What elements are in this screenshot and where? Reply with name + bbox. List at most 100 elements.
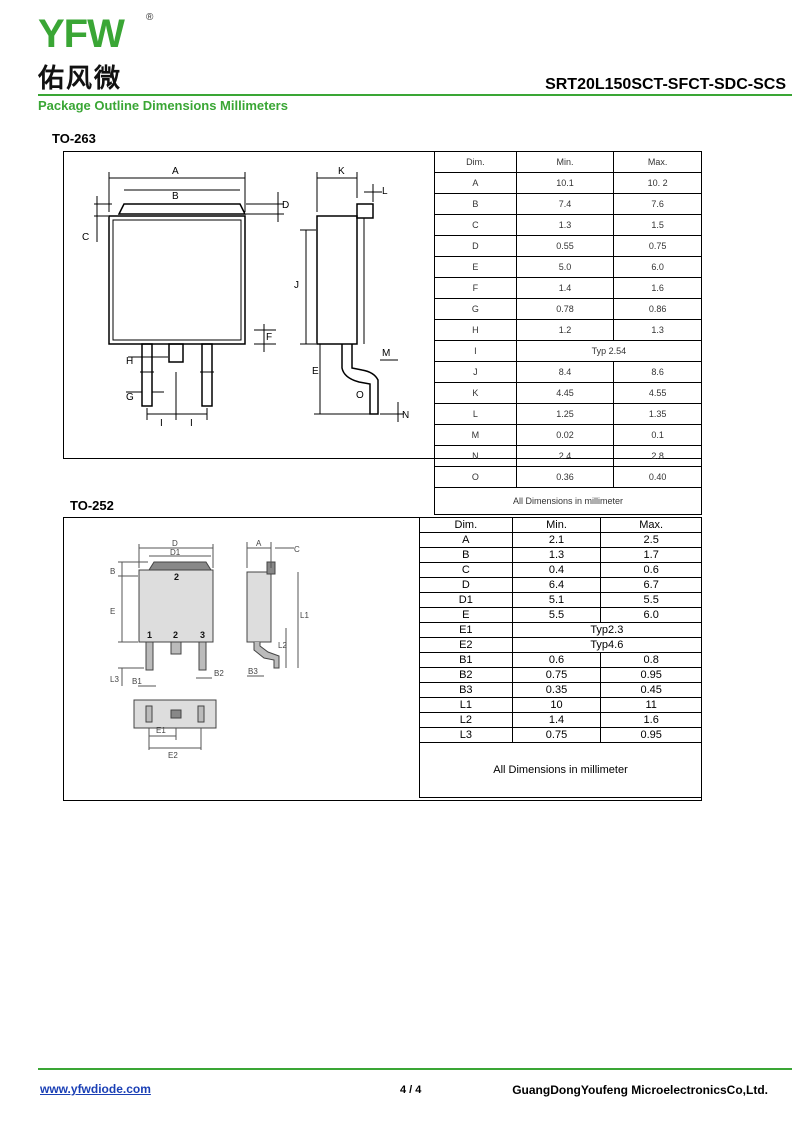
to252-label: TO-252 <box>70 498 114 513</box>
to252-label-d1: D1 <box>170 548 181 557</box>
dim-label-m: M <box>382 348 390 359</box>
to252-drawing: D D1 A C B E 2 1 2 3 L1 L2 L3 B1 B2 B3 E… <box>110 539 309 760</box>
to252-cell: 2.5 <box>600 532 702 548</box>
to263-cell: 1.5 <box>613 214 702 236</box>
dim-label-g: G <box>126 392 134 403</box>
to252-label-l2: L2 <box>278 641 287 650</box>
to252-cell: 10 <box>511 697 602 713</box>
to263-cell: 5.0 <box>515 256 615 278</box>
to252-cell: E <box>419 607 513 623</box>
to252-pin-2: 2 <box>173 630 178 640</box>
to263-cell: 1.6 <box>613 277 702 299</box>
logo-chinese: 佑风微 <box>38 64 123 94</box>
to252-note: All Dimensions in millimeter <box>419 742 702 798</box>
to263-cell: 0.40 <box>613 466 702 488</box>
website-link[interactable]: www.yfwdiode.com <box>40 1082 151 1096</box>
to252-cell: 1.6 <box>600 712 702 728</box>
to263-cell: M <box>434 424 517 446</box>
to263-cell: 4.55 <box>613 382 702 404</box>
to263-cell: G <box>434 298 517 320</box>
to252-cell: A <box>419 532 513 548</box>
to263-cell: 1.3 <box>613 319 702 341</box>
to263-cell: 0.55 <box>515 235 615 257</box>
to252-cell: 11 <box>600 697 702 713</box>
to252-cell: 0.95 <box>600 727 702 743</box>
to252-cell: 6.7 <box>600 577 702 593</box>
to263-frame <box>63 151 702 459</box>
to252-label-l3: L3 <box>110 675 119 684</box>
to263-cell: I <box>434 340 517 362</box>
to252-cell: 6.0 <box>600 607 702 623</box>
to263-cell: Typ 2.54 <box>515 340 703 362</box>
to263-cell: 0.02 <box>515 424 615 446</box>
to252-cell: 0.8 <box>600 652 702 668</box>
footer-divider <box>38 1068 792 1070</box>
to252-cell: 1.4 <box>511 712 602 728</box>
to252-pin-tab: 2 <box>174 572 179 582</box>
to263-cell: 2.8 <box>613 445 702 467</box>
to252-label-d: D <box>172 539 178 548</box>
to263-note: All Dimensions in millimeter <box>434 487 702 515</box>
to252-cell: B2 <box>419 667 513 683</box>
to252-label-a: A <box>256 539 262 548</box>
logo-latin: YFW <box>38 12 125 56</box>
to263-header-row: Dim.Min.Max. <box>434 151 702 173</box>
to263-cell: J <box>434 361 517 383</box>
to263-cell: 6.0 <box>613 256 702 278</box>
dim-label-o: O <box>356 390 364 401</box>
to252-header-cell: Max. <box>600 517 702 533</box>
to263-cell: 1.35 <box>613 403 702 425</box>
dim-label-i-1: I <box>160 418 163 429</box>
to263-cell: 0.78 <box>515 298 615 320</box>
to263-cell: 1.2 <box>515 319 615 341</box>
to263-cell: 10.1 <box>515 172 615 194</box>
to263-cell: 0.36 <box>515 466 615 488</box>
dim-label-d: D <box>282 200 289 211</box>
to263-header-cell: Max. <box>613 151 702 173</box>
to252-cell: 2.1 <box>511 532 602 548</box>
dim-label-b: B <box>172 191 179 202</box>
to263-label: TO-263 <box>52 131 96 146</box>
to263-cell: N <box>434 445 517 467</box>
to252-cell: B1 <box>419 652 513 668</box>
to252-header-cell: Dim. <box>419 517 513 533</box>
to252-cell: 0.35 <box>511 682 602 698</box>
to263-cell: K <box>434 382 517 404</box>
to252-cell: 0.75 <box>511 667 602 683</box>
to252-cell: Typ2.3 <box>511 622 703 638</box>
to252-label-b1: B1 <box>132 677 142 686</box>
dim-label-j: J <box>294 280 299 291</box>
dim-label-i-2: I <box>190 418 193 429</box>
to252-cell: E2 <box>419 637 513 653</box>
to263-cell: 0.1 <box>613 424 702 446</box>
to252-header-cell: Min. <box>511 517 602 533</box>
to252-cell: B <box>419 547 513 563</box>
to252-cell: L1 <box>419 697 513 713</box>
logo: YFW ® 佑风微 <box>38 12 158 94</box>
to263-cell: D <box>434 235 517 257</box>
to252-cell: 0.95 <box>600 667 702 683</box>
to252-cell: 6.4 <box>511 577 602 593</box>
to263-cell: H <box>434 319 517 341</box>
to252-cell: 1.3 <box>511 547 602 563</box>
to252-cell: D <box>419 577 513 593</box>
to252-cell: 5.1 <box>511 592 602 608</box>
to252-header-row: Dim.Min.Max. <box>419 517 702 533</box>
to263-cell: 1.4 <box>515 277 615 299</box>
